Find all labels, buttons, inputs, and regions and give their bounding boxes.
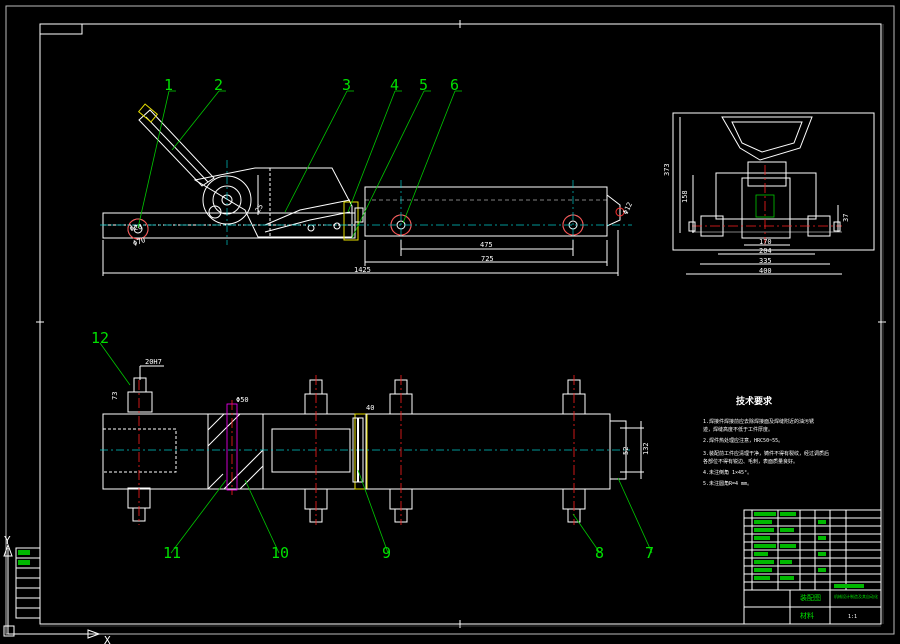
dim-d12: Φ12 [622, 201, 635, 216]
part-label-4: 4 [390, 76, 399, 94]
title-school: 机械设计制造及其自动化 [834, 593, 878, 599]
part-label-6: 6 [450, 76, 459, 94]
part-label-1: 1 [164, 76, 173, 94]
leader-lines [99, 90, 653, 554]
axis-x-label: X [104, 634, 111, 644]
side-view [672, 112, 875, 275]
part-label-7: 7 [645, 544, 654, 562]
part-label-8: 8 [595, 544, 604, 562]
notes-title: 技术要求 [736, 395, 773, 407]
title-material: 材料 [800, 611, 814, 620]
parts-list-table [743, 509, 882, 625]
dim-335: 335 [759, 257, 772, 265]
notes-line-1: 1.焊接件焊接前应去除焊接面及焊缝附近的油污锈 [703, 418, 814, 425]
dim-73: 73 [111, 392, 119, 400]
notes-line-3: 2.焊件热处理应注意，HRC50~55。 [703, 437, 783, 444]
notes-line-5: 各部位不得有锐边、毛刺，表面质量良好。 [703, 458, 798, 465]
dim-d20: Φ20 [129, 223, 143, 233]
dim-25: 25 [254, 203, 265, 214]
revision-block [15, 547, 41, 619]
drawing-frame [5, 5, 895, 635]
notes-line-4: 3.装配前工件应清理干净，铸件不得有裂纹，经过调质后 [703, 450, 829, 457]
part-label-12: 12 [91, 329, 109, 347]
front-view [100, 103, 632, 276]
top-view [100, 375, 644, 525]
dim-373: 373 [663, 163, 671, 176]
dim-d50: Φ50 [236, 396, 249, 404]
dim-40: 40 [366, 404, 374, 412]
dim-170: 170 [759, 238, 772, 246]
title-scale: 1:1 [848, 614, 857, 620]
dim-204: 204 [759, 247, 772, 255]
ucs-axis-icon [3, 543, 101, 639]
dim-132: 132 [642, 442, 650, 455]
dim-37: 37 [842, 214, 850, 222]
part-label-11: 11 [163, 544, 181, 562]
dim-20h7: 20H7 [145, 358, 162, 366]
title-drawing-name: 装配图 [800, 593, 821, 602]
dim-52: 52 [622, 447, 630, 455]
dim-d70: Φ70 [132, 236, 147, 248]
dim-158: 158 [681, 190, 689, 203]
part-label-9: 9 [382, 544, 391, 562]
axis-y-label: Y [4, 534, 11, 547]
dim-475: 475 [480, 241, 493, 249]
notes-line-7: 5.未注圆角R=4 mm。 [703, 480, 752, 487]
notes-line-6: 4.未注倒角 1×45°。 [703, 469, 752, 476]
part-label-2: 2 [214, 76, 223, 94]
dim-1425: 1425 [354, 266, 371, 274]
part-label-5: 5 [419, 76, 428, 94]
dim-400: 400 [759, 267, 772, 275]
part-label-3: 3 [342, 76, 351, 94]
notes-line-2: 迹，焊缝高度不低于工件厚度。 [703, 426, 773, 433]
dim-725: 725 [481, 255, 494, 263]
part-label-10: 10 [271, 544, 289, 562]
